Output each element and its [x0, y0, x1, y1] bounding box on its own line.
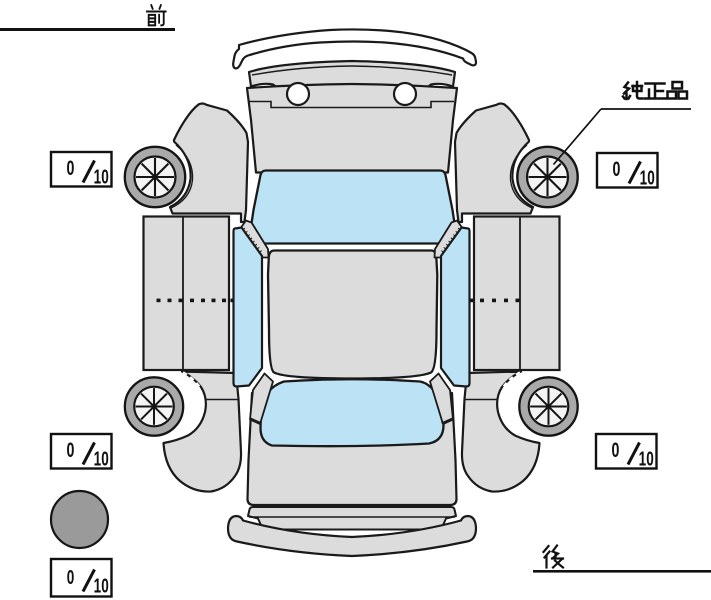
- svg-text:0: 0: [67, 156, 75, 180]
- svg-text:10: 10: [94, 574, 109, 598]
- svg-text:10: 10: [94, 165, 109, 189]
- svg-text:0: 0: [67, 565, 75, 589]
